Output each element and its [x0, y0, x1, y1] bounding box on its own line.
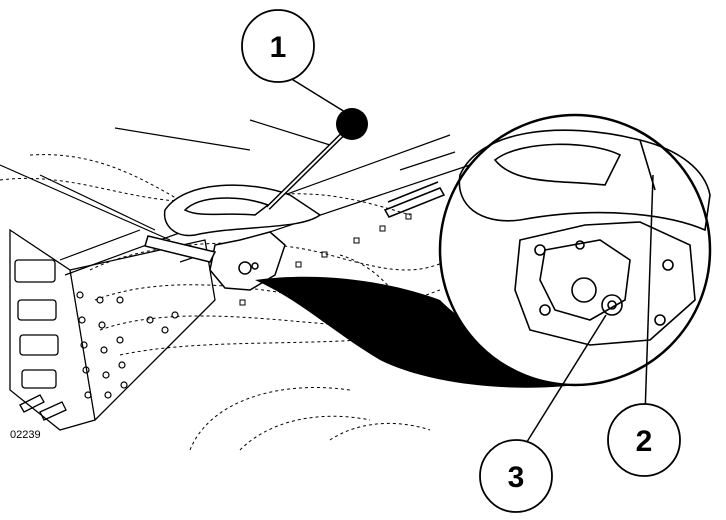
figure-id: 02239	[10, 429, 41, 441]
rail-long-slot	[383, 181, 446, 218]
callout-2: 2	[607, 403, 681, 477]
screws	[19, 394, 67, 421]
callout-2-label: 2	[636, 425, 653, 458]
lever-rod	[266, 108, 368, 210]
callout-3-label: 3	[508, 461, 525, 494]
callout-1: 1	[241, 9, 315, 83]
leader-lines	[289, 77, 654, 446]
panel-holes	[76, 291, 179, 399]
callout-3: 3	[479, 439, 553, 513]
detail-circle	[438, 113, 712, 387]
rail-slots	[239, 213, 412, 306]
lever-knob	[336, 108, 368, 140]
latch-handle	[144, 184, 322, 291]
callout-1-label: 1	[270, 31, 287, 64]
